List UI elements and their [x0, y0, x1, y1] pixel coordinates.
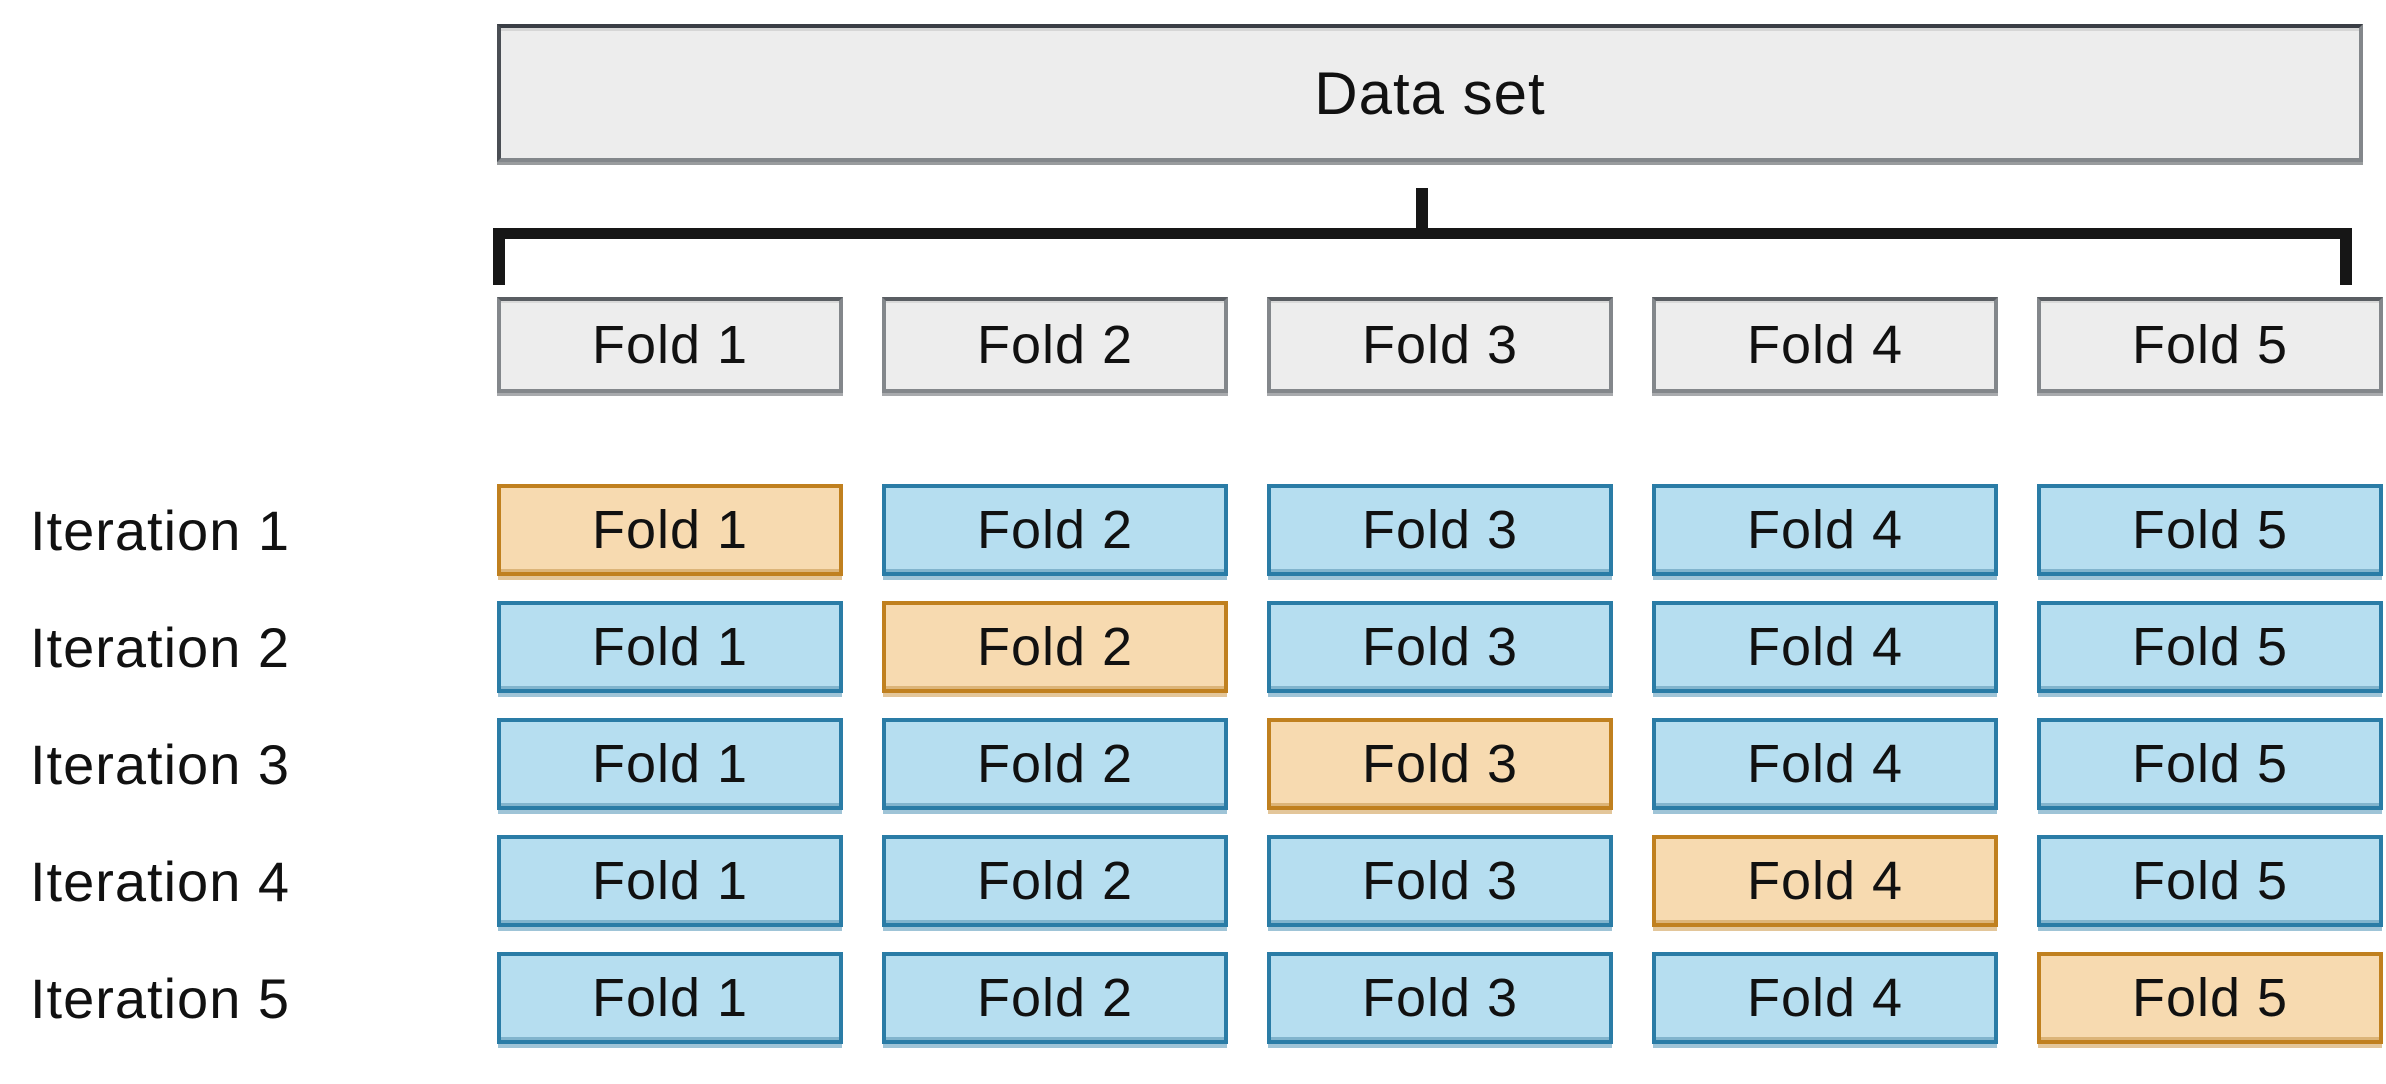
fold-cell: Fold 4	[1652, 484, 1998, 576]
iteration-row: Fold 1 Fold 2 Fold 3 Fold 4 Fold 5	[497, 718, 2383, 810]
iteration-row: Fold 1 Fold 2 Fold 3 Fold 4 Fold 5	[497, 601, 2383, 693]
fold-header-box: Fold 1	[497, 297, 843, 393]
fold-cell: Fold 2	[882, 952, 1228, 1044]
iteration-label: Iteration 1	[30, 498, 291, 562]
fold-header-box: Fold 5	[2037, 297, 2383, 393]
fold-cell: Fold 1	[497, 952, 843, 1044]
fold-cell: Fold 2	[882, 718, 1228, 810]
fold-cell: Fold 1	[497, 718, 843, 810]
fold-header-row: Fold 1 Fold 2 Fold 3 Fold 4 Fold 5	[497, 297, 2383, 393]
fold-cell: Fold 4	[1652, 718, 1998, 810]
bracket-right-hook	[2340, 228, 2352, 285]
fold-cell: Fold 5	[2037, 484, 2383, 576]
fold-cell: Fold 5	[2037, 952, 2383, 1044]
fold-cell: Fold 3	[1267, 718, 1613, 810]
fold-cell: Fold 3	[1267, 601, 1613, 693]
iteration-label: Iteration 3	[30, 732, 291, 796]
fold-cell: Fold 1	[497, 484, 843, 576]
fold-cell: Fold 4	[1652, 835, 1998, 927]
iteration-label: Iteration 5	[30, 966, 291, 1030]
fold-cell: Fold 1	[497, 601, 843, 693]
dataset-box: Data set	[497, 24, 2363, 162]
fold-cell: Fold 3	[1267, 484, 1613, 576]
fold-cell: Fold 2	[882, 601, 1228, 693]
bracket-left-hook	[493, 228, 505, 285]
fold-cell: Fold 5	[2037, 835, 2383, 927]
fold-cell: Fold 1	[497, 835, 843, 927]
fold-cell: Fold 3	[1267, 835, 1613, 927]
iteration-labels: Iteration 1 Iteration 2 Iteration 3 Iter…	[30, 484, 290, 1069]
fold-cell: Fold 2	[882, 835, 1228, 927]
iteration-row: Fold 1 Fold 2 Fold 3 Fold 4 Fold 5	[497, 952, 2383, 1044]
fold-cell: Fold 5	[2037, 601, 2383, 693]
dataset-label: Data set	[1314, 59, 1546, 127]
fold-header-box: Fold 3	[1267, 297, 1613, 393]
fold-header-box: Fold 4	[1652, 297, 1998, 393]
bracket-bar	[493, 228, 2352, 239]
fold-cell: Fold 2	[882, 484, 1228, 576]
iteration-label: Iteration 4	[30, 849, 291, 913]
bracket-stem	[1416, 188, 1428, 232]
iteration-label: Iteration 2	[30, 615, 291, 679]
fold-header-box: Fold 2	[882, 297, 1228, 393]
fold-grid: Fold 1 Fold 2 Fold 3 Fold 4 Fold 5 Fold …	[497, 484, 2383, 1069]
iteration-row: Fold 1 Fold 2 Fold 3 Fold 4 Fold 5	[497, 484, 2383, 576]
fold-cell: Fold 4	[1652, 952, 1998, 1044]
fold-cell: Fold 5	[2037, 718, 2383, 810]
fold-cell: Fold 4	[1652, 601, 1998, 693]
iteration-row: Fold 1 Fold 2 Fold 3 Fold 4 Fold 5	[497, 835, 2383, 927]
fold-cell: Fold 3	[1267, 952, 1613, 1044]
